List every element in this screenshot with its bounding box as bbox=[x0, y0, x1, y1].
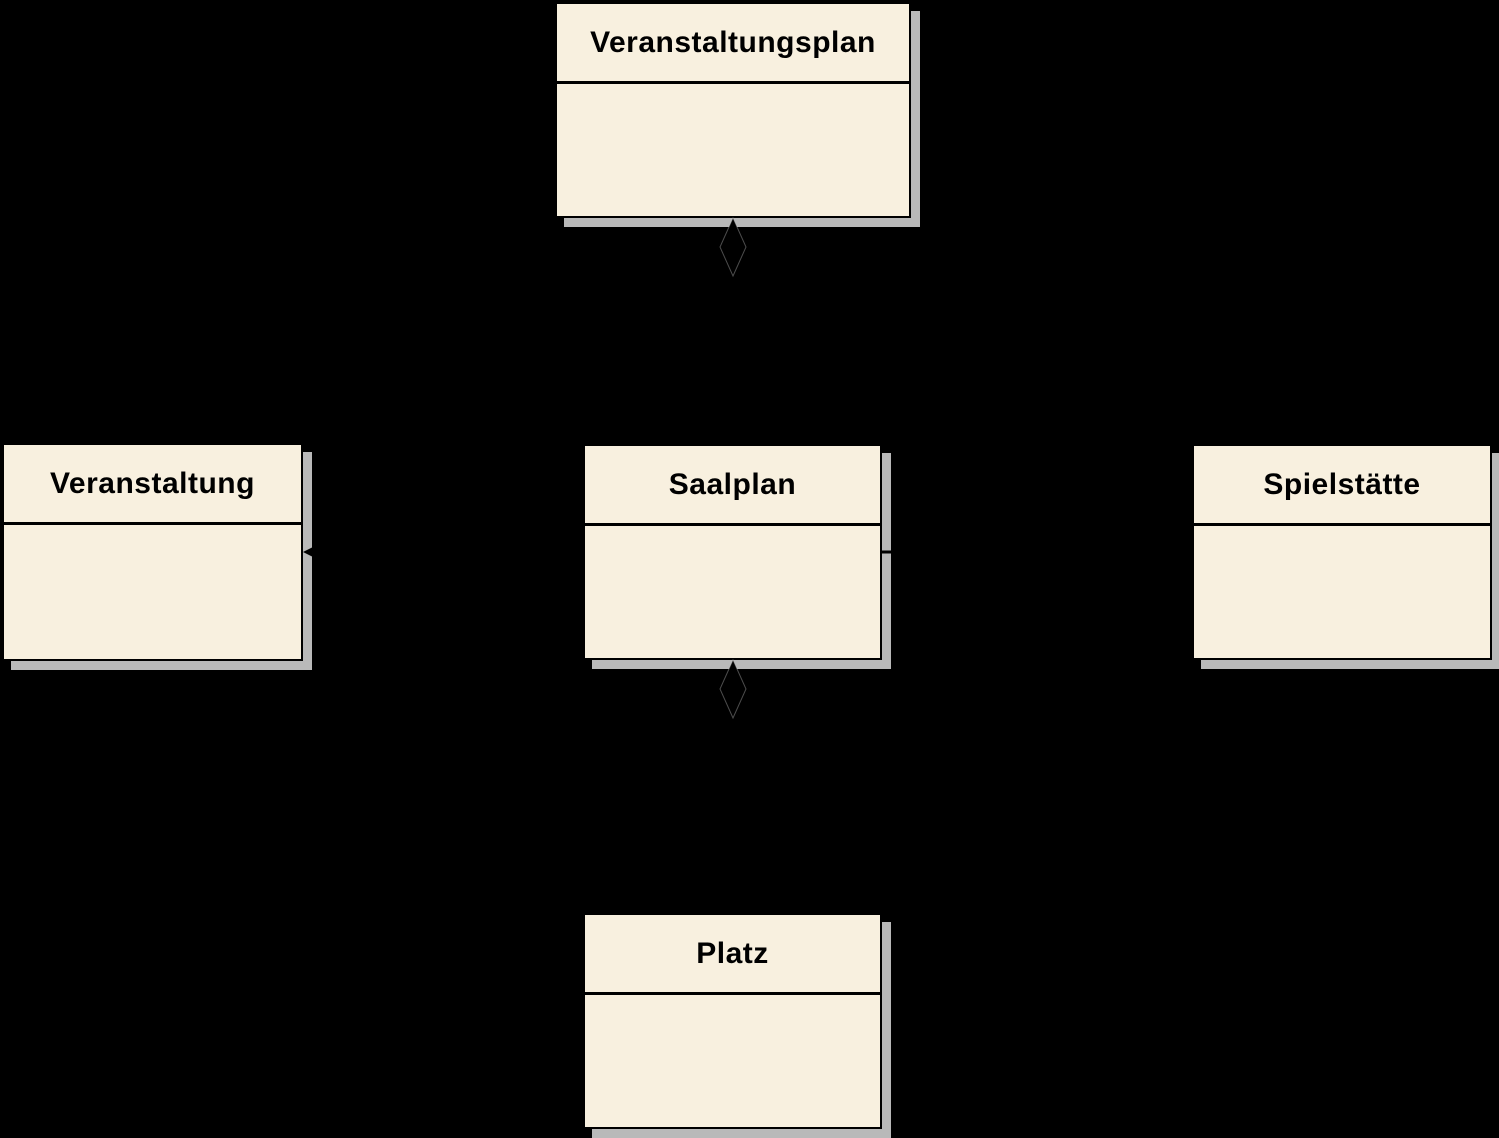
class-box-saalplan: Saalplan bbox=[583, 444, 882, 660]
class-title: Veranstaltungsplan bbox=[557, 4, 909, 84]
class-box-veranstaltung: Veranstaltung bbox=[2, 443, 303, 661]
class-title: Veranstaltung bbox=[4, 445, 301, 525]
association-arrowhead-icon bbox=[303, 545, 317, 559]
class-box-spielstaette: Spielstätte bbox=[1192, 444, 1492, 660]
class-title: Spielstätte bbox=[1194, 446, 1490, 526]
aggregation-diamond-icon bbox=[719, 216, 747, 278]
class-box-platz: Platz bbox=[583, 913, 882, 1129]
class-box-veranstaltungsplan: Veranstaltungsplan bbox=[555, 2, 911, 218]
class-title: Saalplan bbox=[585, 446, 880, 526]
class-title: Platz bbox=[585, 915, 880, 995]
aggregation-diamond-icon bbox=[719, 658, 747, 720]
